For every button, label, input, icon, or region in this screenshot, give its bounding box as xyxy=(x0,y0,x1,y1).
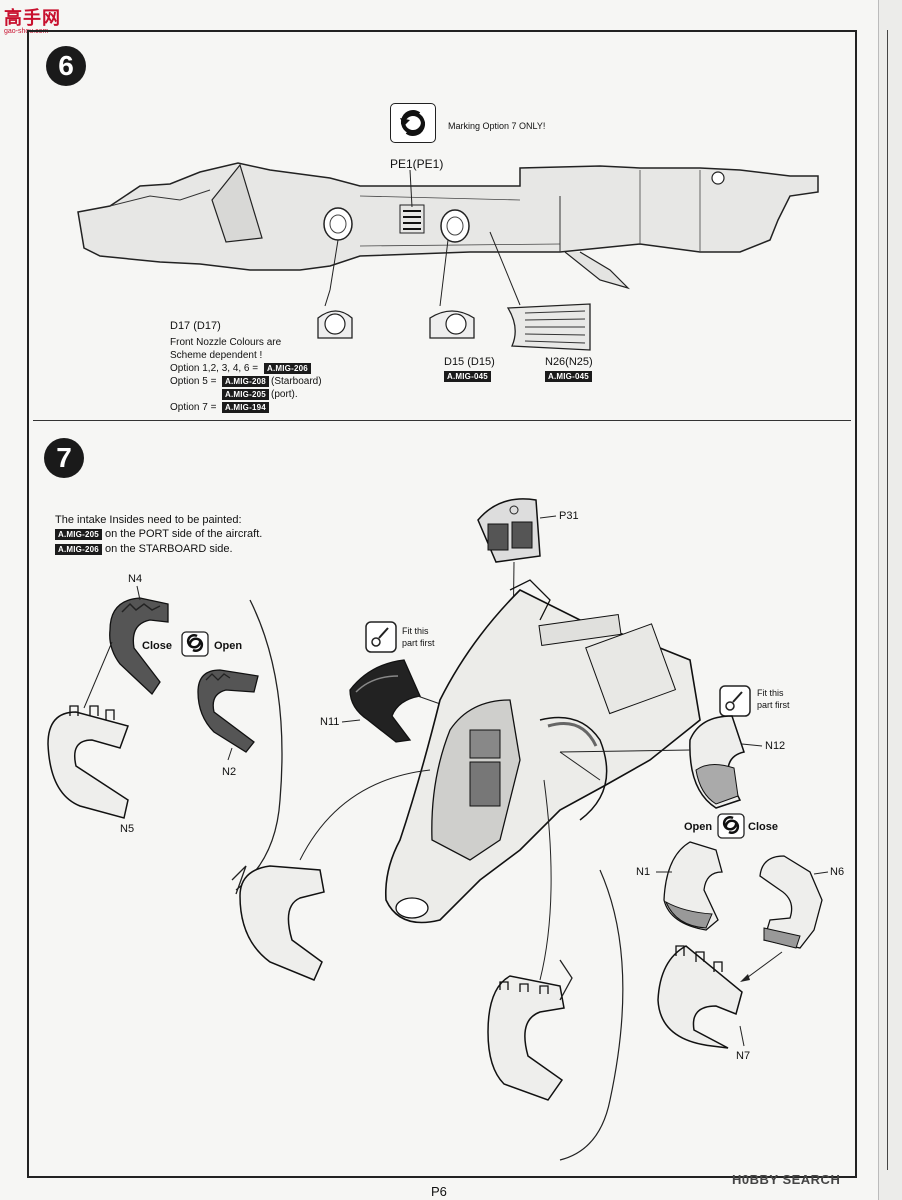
part-n5-drawing xyxy=(47,705,129,819)
label-open-right: Open xyxy=(684,821,713,833)
starboard-text: on the STARBOARD side. xyxy=(105,543,233,555)
page-frame xyxy=(27,30,857,1178)
part-n26-drawing xyxy=(489,231,591,351)
part-n7-drawing xyxy=(657,945,743,1049)
hobby-search-watermark: H0BBY SEARCH xyxy=(732,1172,841,1187)
fit-first-left-line1: Fit this xyxy=(402,626,429,636)
label-d15: D15 (D15) xyxy=(444,356,495,368)
part-n1-drawing xyxy=(663,841,723,931)
option-5b-side: (port). xyxy=(271,389,298,400)
intake-note: The intake Insides need to be painted: xyxy=(55,514,242,526)
starboard-paint: A.MIG-206 xyxy=(55,544,102,555)
option-1-paint: A.MIG-206 xyxy=(264,363,311,374)
label-n1: N1 xyxy=(636,866,651,878)
step-7-number: 7 xyxy=(44,438,84,478)
step-divider xyxy=(33,420,851,421)
fit-first-right-line2: part first xyxy=(757,700,790,710)
watermark-site-name: 高手网 xyxy=(4,8,61,28)
label-p31: P31 xyxy=(559,510,579,522)
nozzle-note-line2: Scheme dependent ! xyxy=(170,350,263,361)
option-7-label: Option 7 = xyxy=(170,402,217,413)
fit-first-icon-right xyxy=(719,685,751,717)
watermark-logo: 高手网 gao-shou.com xyxy=(4,4,61,35)
option-1-label: Option 1,2, 3, 4, 6 = xyxy=(170,363,259,374)
label-open-left: Open xyxy=(214,640,243,652)
port-text: on the PORT side of the aircraft. xyxy=(105,528,263,540)
label-n5: N5 xyxy=(120,823,135,835)
fit-first-right-line1: Fit this xyxy=(757,688,784,698)
label-n4: N4 xyxy=(128,573,143,585)
option-5b-paint: A.MIG-205 xyxy=(222,389,269,400)
n26-paint: A.MIG-045 xyxy=(545,371,592,382)
option-5-paint: A.MIG-208 xyxy=(222,376,269,387)
part-n4-drawing xyxy=(109,597,169,695)
label-n12: N12 xyxy=(765,740,786,752)
part-p31-drawing xyxy=(477,498,541,563)
part-n11-drawing xyxy=(349,659,421,743)
nozzle-note-line1: Front Nozzle Colours are xyxy=(170,337,282,348)
marking-option-icon xyxy=(390,103,436,143)
label-n26: N26(N25) xyxy=(545,356,593,368)
label-n2: N2 xyxy=(222,766,237,778)
part-d15-drawing xyxy=(429,239,475,339)
fit-first-left-line2: part first xyxy=(402,638,435,648)
part-d17-drawing xyxy=(317,239,353,339)
fit-first-icon-left xyxy=(365,621,397,653)
open-close-icon-left xyxy=(181,631,209,657)
label-close-left: Close xyxy=(142,640,172,652)
rear-nozzle-hole xyxy=(440,209,470,243)
label-pe1: PE1(PE1) xyxy=(390,157,444,171)
main-fuselage-drawing xyxy=(384,579,701,924)
marking-note: Marking Option 7 ONLY! xyxy=(448,121,546,131)
label-n6: N6 xyxy=(830,866,845,878)
label-close-right: Close xyxy=(748,821,778,833)
watermark-site-url: gao-shou.com xyxy=(4,28,49,35)
d15-paint: A.MIG-045 xyxy=(444,371,491,382)
open-close-icon-right xyxy=(717,813,745,839)
step-6-number: 6 xyxy=(46,46,86,86)
option-5-label: Option 5 = xyxy=(170,376,217,387)
lower-right-intake-drawing xyxy=(487,975,565,1101)
label-n7: N7 xyxy=(736,1050,751,1062)
part-n6-drawing xyxy=(759,855,823,949)
part-n2-drawing xyxy=(197,669,259,753)
option-5-side: (Starboard) xyxy=(271,376,322,387)
port-paint: A.MIG-205 xyxy=(55,529,102,540)
part-n12-drawing xyxy=(689,715,745,809)
label-d17: D17 (D17) xyxy=(170,320,221,332)
lower-left-intake-drawing xyxy=(239,865,325,981)
page-number: P6 xyxy=(431,1184,447,1199)
option-7-paint: A.MIG-194 xyxy=(222,402,269,413)
label-n11: N11 xyxy=(320,716,340,728)
next-page-edge xyxy=(878,0,902,1200)
